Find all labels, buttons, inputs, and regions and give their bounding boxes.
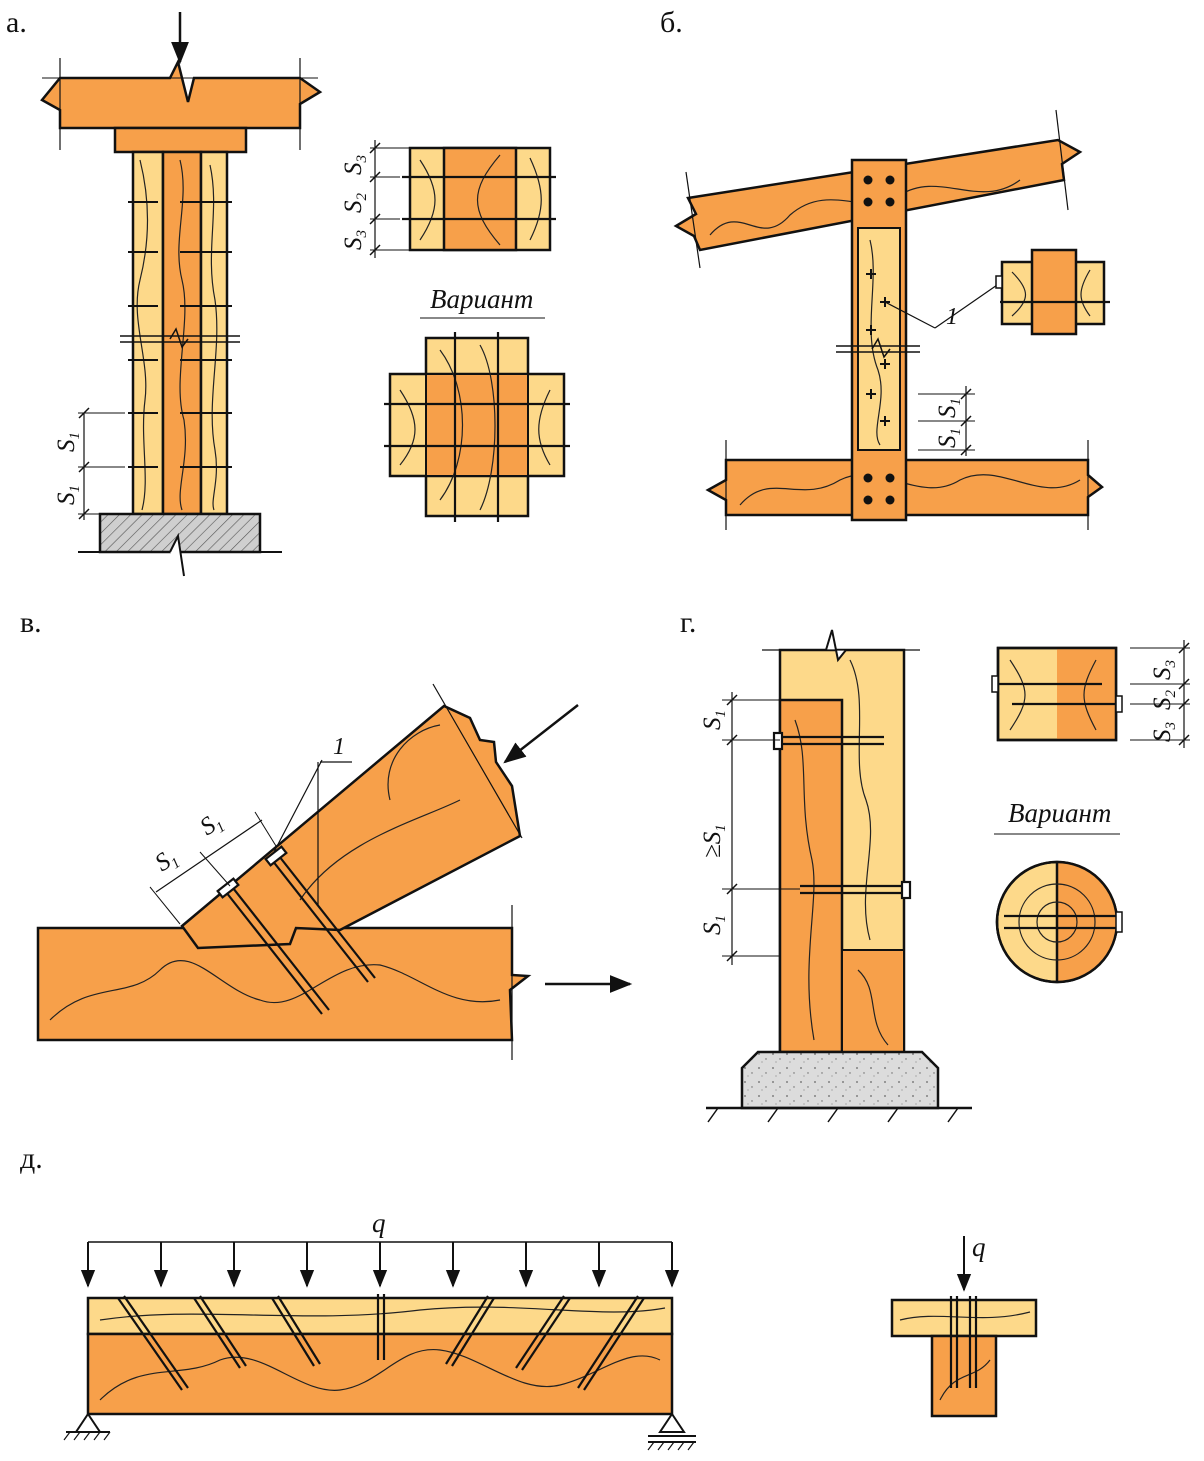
- dim-s-label: S: [53, 439, 80, 452]
- dim-sub-3: 3: [1163, 722, 1179, 731]
- dim-s-label: S: [1149, 697, 1176, 710]
- svg-text:≥S1: ≥S1: [699, 824, 729, 858]
- svg-text:S3: S3: [1149, 722, 1179, 742]
- column-g: [762, 629, 920, 1054]
- dim-sub-3: 3: [354, 230, 370, 239]
- cross-section-a: S3 S2 S3: [340, 140, 556, 258]
- svg-text:S1: S1: [53, 432, 83, 452]
- dimension-g: S1 ≥S1 S1: [699, 692, 800, 965]
- panel-b: б.: [660, 6, 1110, 530]
- svg-text:S1: S1: [699, 915, 729, 935]
- callout-1-v: 1: [333, 734, 345, 760]
- panel-b-label: б.: [660, 6, 683, 39]
- load-q-small-label: q: [972, 1232, 986, 1262]
- column-a: [120, 150, 240, 516]
- dim-s-label: S: [699, 831, 726, 844]
- base-a: [78, 512, 282, 577]
- dim-sub-2: 2: [354, 193, 370, 201]
- nails-g: [772, 731, 912, 900]
- variant-label-a: Вариант: [430, 284, 533, 314]
- dim-sub-1: 1: [67, 485, 83, 493]
- dim-s-label: S: [1149, 729, 1176, 742]
- svg-text:S1: S1: [934, 398, 964, 418]
- t-section-d: q: [890, 1232, 1038, 1418]
- panel-a: а.: [6, 6, 570, 577]
- panel-v: в. 1: [20, 606, 633, 1060]
- dim-sub-1: 1: [713, 710, 729, 718]
- dim-sub-1: 1: [948, 398, 964, 406]
- dim-s-label: S: [340, 237, 367, 250]
- cap-plate-a: [113, 126, 248, 154]
- load-arrow-v: [503, 704, 579, 764]
- geq-sign: ≥: [699, 844, 726, 858]
- dim-s-label: S: [340, 200, 367, 213]
- footing-g: [706, 1050, 972, 1123]
- dim-s-label: S: [340, 162, 367, 175]
- dim-s-label: S: [53, 492, 80, 505]
- variant-label-g: Вариант: [1008, 798, 1111, 828]
- svg-text:S1: S1: [195, 807, 228, 843]
- svg-text:S3: S3: [340, 155, 370, 175]
- diagonal-strut-v: [180, 683, 523, 950]
- svg-text:S1: S1: [934, 428, 964, 448]
- svg-text:S1: S1: [53, 485, 83, 505]
- load-q-label: q: [372, 1208, 386, 1238]
- panel-g: г.: [680, 606, 1190, 1123]
- composite-beam-d: [86, 1296, 674, 1416]
- callout-1-b: 1: [946, 304, 958, 330]
- variant-section-a: [384, 332, 570, 522]
- svg-text:S3: S3: [1149, 660, 1179, 680]
- column-nails-a: [128, 201, 232, 468]
- dim-s-label: S: [699, 717, 726, 730]
- dim-sub-3: 3: [354, 155, 370, 164]
- svg-text:S1: S1: [699, 710, 729, 730]
- dimension-s1-a: S1 S1: [53, 407, 125, 520]
- cross-section-g: S3 S2 S3: [991, 640, 1190, 748]
- svg-text:S2: S2: [1149, 690, 1179, 711]
- distributed-load-d: q: [80, 1208, 680, 1288]
- dim-s-label: S: [934, 435, 961, 448]
- dimension-s1-v: S1 S1: [149, 807, 277, 925]
- dim-sub-1: 1: [948, 428, 964, 436]
- dimension-s1-b: S1 S1: [918, 386, 975, 456]
- svg-text:S1: S1: [150, 843, 183, 879]
- dim-sub-3: 3: [1163, 660, 1179, 669]
- panel-v-label: в.: [20, 606, 42, 639]
- panel-d: д. q: [20, 1142, 1038, 1451]
- supports-d: [63, 1412, 696, 1451]
- cross-section-b: [995, 248, 1110, 336]
- svg-text:S2: S2: [340, 193, 370, 214]
- dim-sub-1: 1: [713, 915, 729, 923]
- nails-d: [117, 1294, 645, 1391]
- dim-s-label: S: [934, 405, 961, 418]
- panel-d-label: д.: [20, 1142, 43, 1175]
- top-beam-a: [40, 58, 323, 150]
- dim-sub-1: 1: [713, 824, 729, 832]
- panel-a-label: а.: [6, 6, 27, 39]
- nails-v: [216, 845, 376, 1015]
- dim-s-label: S: [699, 922, 726, 935]
- variant-section-g: [995, 860, 1123, 984]
- dim-sub-1: 1: [67, 432, 83, 440]
- dim-sub-2: 2: [1163, 690, 1179, 698]
- svg-text:S3: S3: [340, 230, 370, 250]
- panel-g-label: г.: [680, 606, 696, 639]
- dim-s-label: S: [1149, 667, 1176, 680]
- vertical-strut-b: [836, 158, 920, 522]
- horizontal-beam-v: [36, 905, 532, 1060]
